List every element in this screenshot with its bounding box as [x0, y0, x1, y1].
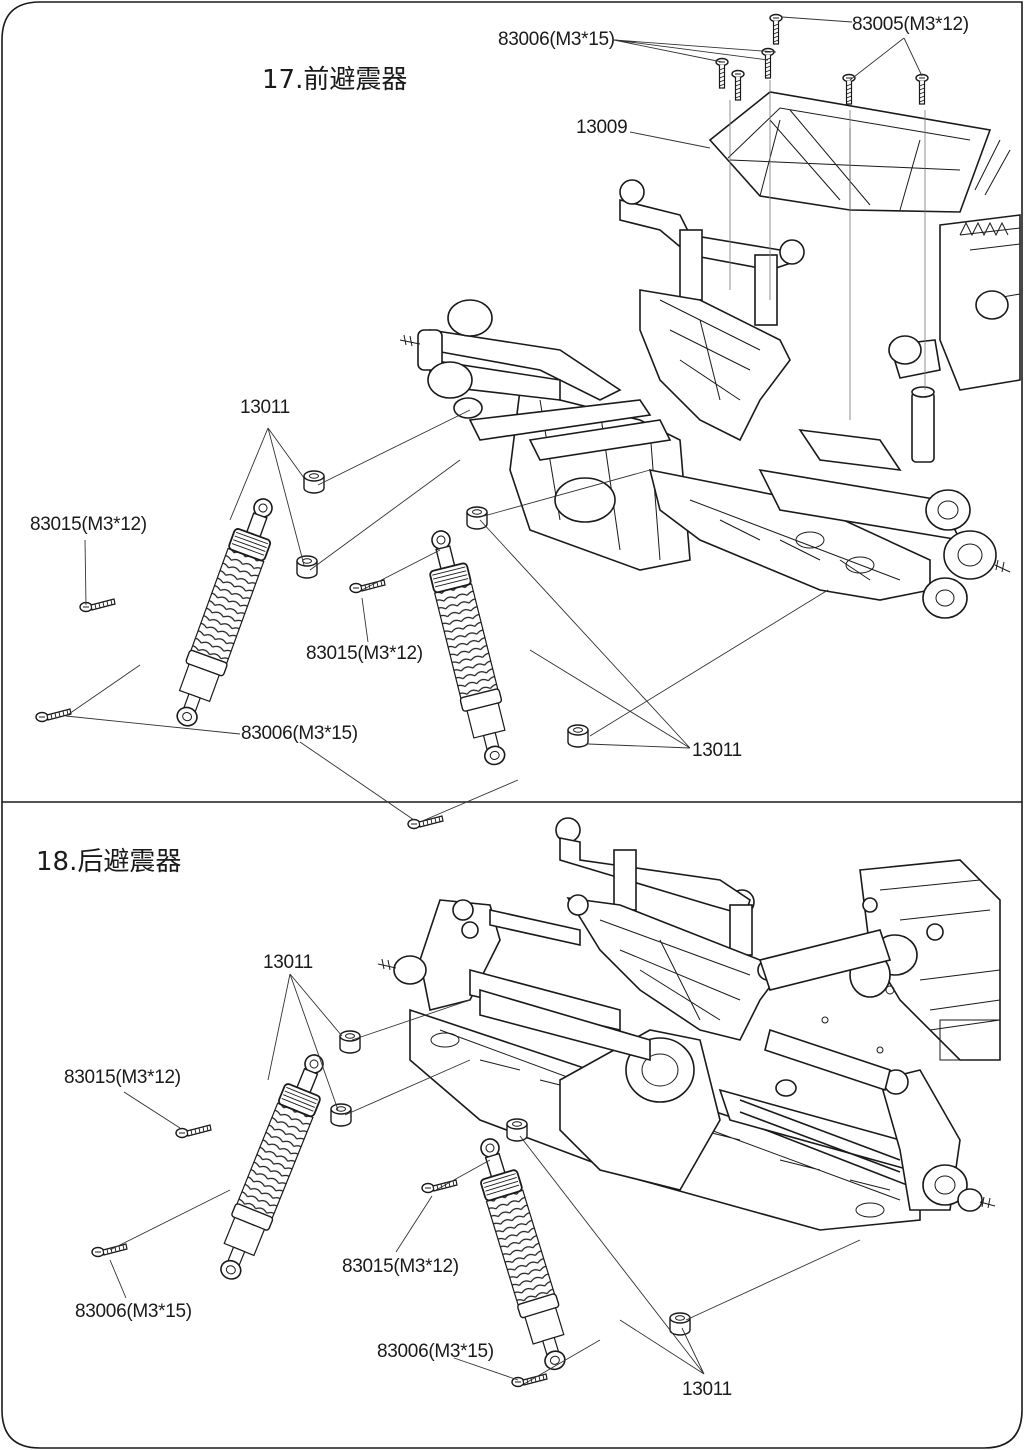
rear-label-screw-lower-mid: 83006(M3*15)	[377, 1341, 494, 1362]
rear-shock-right	[467, 1132, 578, 1376]
rear-screw-83015-mid	[421, 1179, 458, 1194]
spacer-13011-a	[303, 470, 325, 494]
rear-chassis-drawing	[377, 817, 1001, 1231]
rear-screw-83006-bottom	[511, 1373, 548, 1388]
rear-screw-83006-lower	[91, 1243, 128, 1258]
section-17: 17.前避震器	[30, 13, 1021, 830]
label-brace: 13009	[576, 117, 627, 138]
front-shock-left	[164, 491, 286, 733]
label-screw-left-lower: 83006(M3*15)	[241, 723, 358, 744]
rear-leader-lines	[109, 973, 861, 1385]
rear-label-screw-left-lower: 83006(M3*15)	[75, 1301, 192, 1322]
spacer-13011-d	[567, 724, 589, 748]
rear-spacer-13011-b	[330, 1103, 352, 1127]
screw-83005-a	[842, 73, 856, 105]
screw-83015-left	[79, 598, 116, 613]
rear-shock-left	[208, 1047, 337, 1287]
screw-83006-bottom	[407, 815, 444, 830]
screw-83006-d	[731, 69, 745, 101]
screw-83015-mid	[349, 579, 386, 594]
rear-spacer-13011-a	[339, 1030, 361, 1054]
front-leader-lines	[65, 16, 923, 823]
label-spacer-left: 13011	[240, 397, 290, 418]
rear-label-screw-left-upper: 83015(M3*12)	[64, 1067, 181, 1088]
rear-label-screw-mid: 83015(M3*12)	[342, 1256, 459, 1277]
section-17-title: 17.前避震器	[262, 65, 407, 95]
label-screw-left-upper: 83015(M3*12)	[30, 514, 147, 535]
section-18: 18.后避震器	[36, 817, 1001, 1400]
label-screw-mid: 83015(M3*12)	[306, 643, 423, 664]
rear-spacer-13011-d	[669, 1312, 691, 1336]
rear-label-spacer-bottom: 13011	[682, 1379, 732, 1400]
front-chassis-drawing	[399, 80, 1021, 619]
label-spacer-right: 13011	[692, 740, 742, 761]
screw-83005-b	[915, 73, 929, 105]
spacer-13011-c	[466, 506, 488, 530]
rear-label-spacer-left: 13011	[263, 952, 313, 973]
front-shock-right	[418, 525, 518, 770]
rear-spacer-13011-c	[506, 1118, 528, 1142]
label-screw-top-left: 83006(M3*15)	[498, 29, 615, 50]
rear-screw-83015-left	[175, 1124, 212, 1139]
section-18-title: 18.后避震器	[36, 847, 181, 877]
screw-83006-b	[761, 47, 775, 79]
screw-83006-c	[715, 57, 729, 89]
screw-83006-a	[769, 13, 783, 45]
screw-83006-lower	[35, 708, 72, 723]
label-screw-top-right: 83005(M3*12)	[852, 14, 969, 35]
